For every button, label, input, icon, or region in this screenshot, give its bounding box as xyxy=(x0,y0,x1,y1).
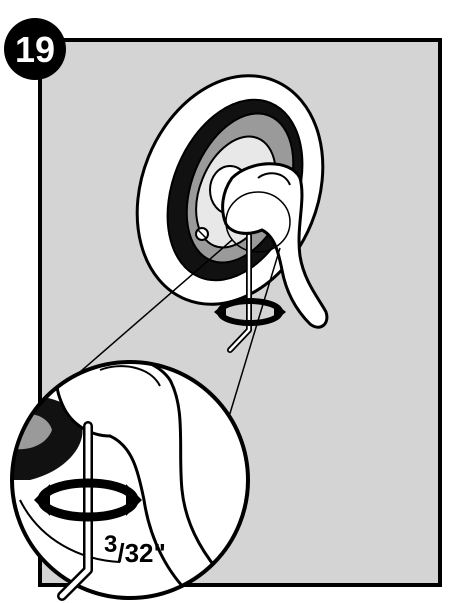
set-screw xyxy=(196,228,208,240)
wrench-size-denominator: /32" xyxy=(117,538,165,568)
wrench-size-numerator: 3 xyxy=(104,531,117,558)
step-badge: 19 xyxy=(4,18,66,80)
step-number: 19 xyxy=(15,29,55,70)
